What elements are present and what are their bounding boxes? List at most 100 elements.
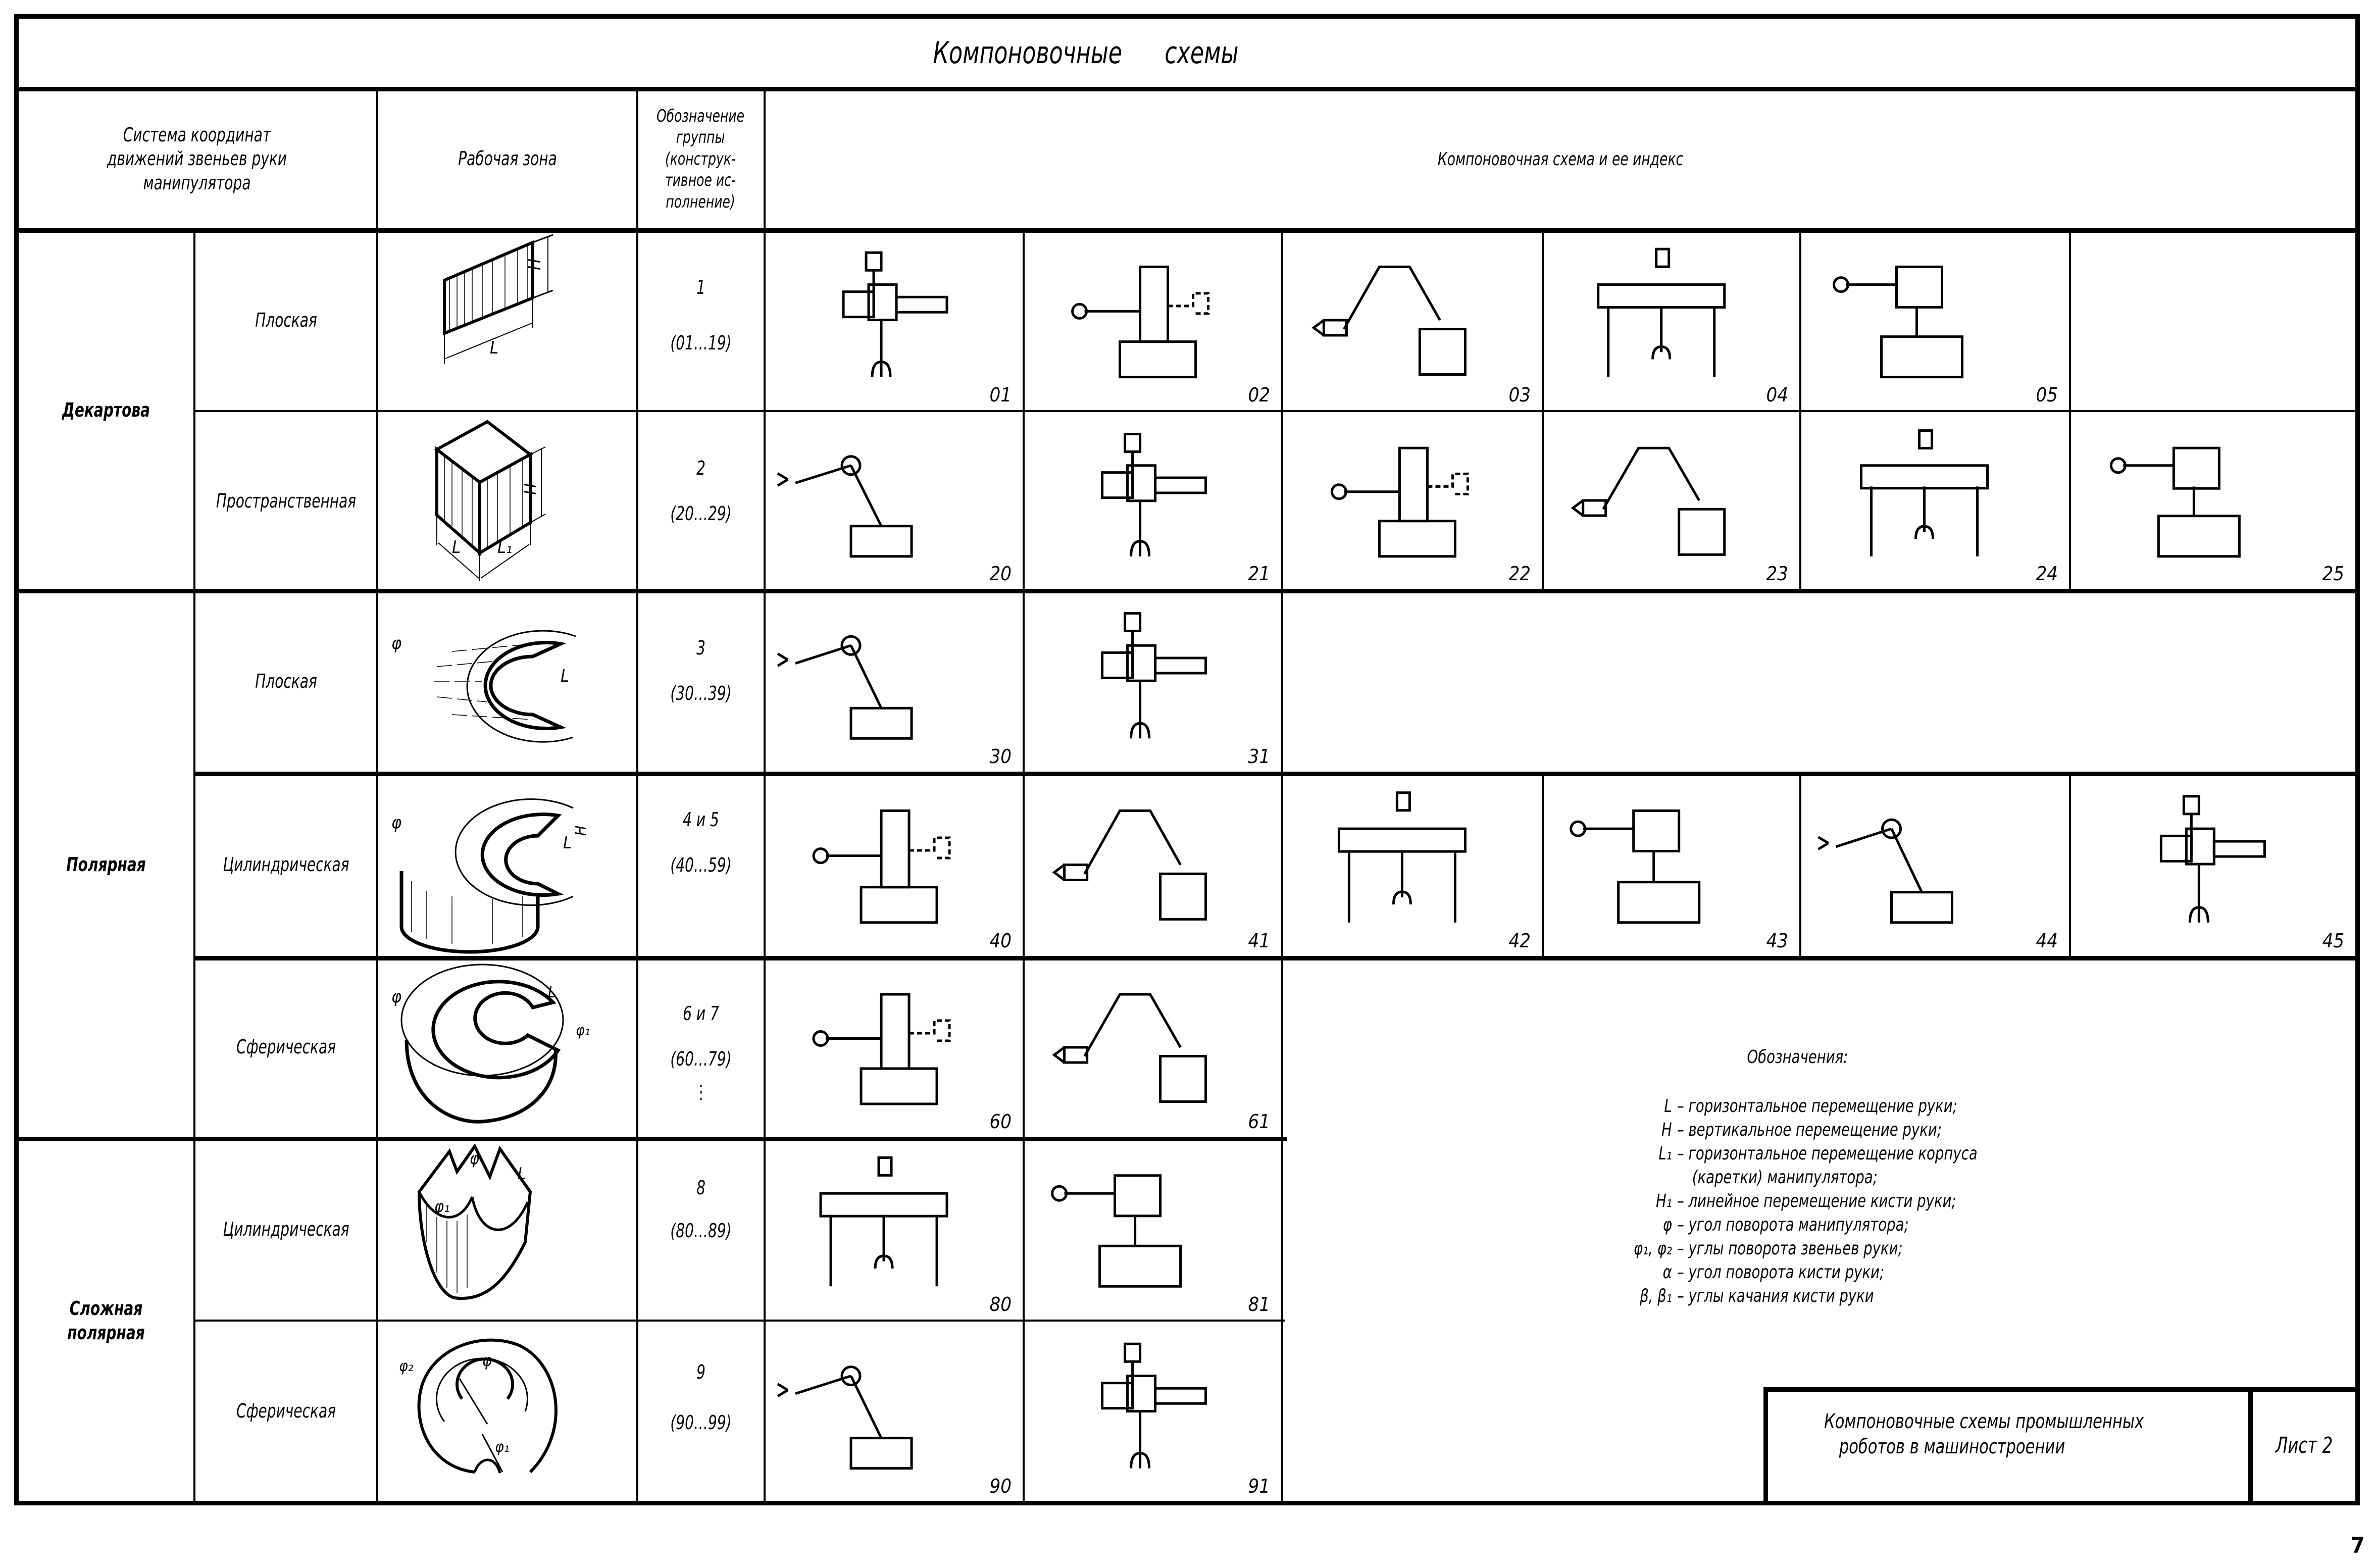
group-number: 6 и 7 — [683, 1002, 719, 1025]
zone-label-h: H — [572, 826, 590, 836]
scheme-index: 80 — [989, 1293, 1012, 1316]
scheme-index: 30 — [989, 745, 1012, 768]
group-number: 2 — [696, 457, 705, 480]
scheme-index: 24 — [2036, 563, 2058, 585]
scheme-drawing — [1071, 265, 1210, 379]
zone-name: Сферическая — [236, 1036, 336, 1058]
zone-label-h: H — [521, 483, 541, 495]
col-divider — [193, 228, 195, 1503]
legend-item: (каретки) манипулятора; — [1631, 1166, 1978, 1189]
scheme-cell-44: 44 — [1801, 775, 2069, 955]
scheme-drawing — [1101, 433, 1207, 557]
legend-text: – горизонтальное перемещение руки; — [1677, 1096, 1957, 1117]
legend-text: (каретки) манипулятора; — [1692, 1167, 1878, 1188]
scheme-drawing — [1052, 993, 1207, 1103]
scheme-cell-40: 40 — [766, 775, 1023, 955]
group-cell: 4 и 5 (40…59) — [638, 775, 764, 955]
scheme-index: 81 — [1248, 1293, 1271, 1316]
scheme-drawing — [1052, 809, 1207, 921]
scheme-drawing — [2159, 795, 2266, 923]
system-cartesian: Декартова — [62, 399, 150, 422]
sheet-title: Компоновочные схемы — [933, 35, 1239, 71]
zone-complex-sph-drawing: φ₂ φ φ₁ — [399, 1331, 586, 1497]
group-number: 3 — [696, 637, 705, 660]
header-coord-system: Система координат движений звеньев руки … — [107, 123, 287, 194]
scheme-index: 41 — [1248, 930, 1271, 952]
page-number: 7 — [2351, 1533, 2365, 1558]
scheme-cell-24: 24 — [1801, 413, 2069, 588]
group-range: (90…99) — [670, 1411, 732, 1434]
zone-name: Плоская — [255, 670, 317, 693]
col-divider — [1023, 228, 1025, 1503]
header-work-zone: Рабочая зона — [458, 147, 557, 170]
scheme-cell-43: 43 — [1544, 775, 1799, 955]
group-cell: 8 (80…89) — [638, 1140, 764, 1319]
legend-symbol: φ — [1662, 1215, 1672, 1235]
frame-right — [2355, 14, 2360, 1505]
scheme-drawing — [1817, 818, 1953, 924]
zone-label-h: H — [525, 259, 545, 270]
col-divider — [764, 87, 766, 1503]
scheme-drawing — [1101, 612, 1207, 739]
legend-text: – линейное перемещение кисти руки; — [1677, 1191, 1956, 1211]
scheme-cell-20: 20 — [766, 413, 1023, 588]
scheme-drawing — [1337, 791, 1467, 923]
row-divider — [194, 956, 2358, 960]
scheme-drawing — [1330, 446, 1469, 558]
scheme-drawing — [812, 993, 951, 1105]
scheme-cell-22: 22 — [1283, 413, 1542, 588]
scheme-drawing — [1597, 247, 1726, 377]
col-divider — [1542, 772, 1544, 957]
scheme-cell-91: 91 — [1025, 1323, 1281, 1500]
group-number: 1 — [696, 276, 705, 299]
legend-text: – угол поворота кисти руки; — [1677, 1262, 1885, 1283]
sheet-label: Лист 2 — [2275, 1433, 2333, 1458]
zone-label-phi: φ — [391, 813, 401, 833]
scheme-index: 02 — [1248, 384, 1271, 406]
zone-label-phi1: φ₁ — [495, 1438, 510, 1456]
col-divider — [1542, 228, 1544, 590]
scheme-cell-45: 45 — [2071, 775, 2355, 955]
scheme-drawing — [1571, 446, 1726, 556]
scheme-index: 40 — [989, 930, 1012, 952]
legend-symbol: φ₁, φ₂ — [1633, 1238, 1672, 1259]
col-divider — [1799, 228, 1801, 590]
group-cell: 3 (30…39) — [638, 593, 764, 771]
zone-name: Цилиндрическая — [223, 853, 349, 876]
legend-item: L– горизонтальное перемещение руки; — [1631, 1094, 1978, 1118]
scheme-cell-41: 41 — [1025, 775, 1281, 955]
group-range: (40…59) — [670, 854, 732, 877]
zone-name: Цилиндрическая — [223, 1218, 349, 1241]
scheme-drawing — [1051, 1174, 1182, 1288]
legend-symbol: α — [1662, 1262, 1672, 1283]
scheme-index: 31 — [1248, 745, 1271, 768]
scheme-index: 20 — [989, 563, 1012, 585]
divider-polar-complex — [14, 1137, 1287, 1141]
scheme-index: 90 — [989, 1475, 1012, 1497]
col-divider — [1281, 228, 1283, 1503]
scheme-cell-30: 30 — [766, 592, 1023, 771]
zone-label-l: L — [563, 833, 572, 853]
scheme-cell-01: 01 — [766, 231, 1023, 409]
zone-label-phi: φ — [391, 987, 401, 1007]
zone-name: Сферическая — [236, 1400, 336, 1423]
scheme-drawing — [819, 1156, 948, 1287]
title-block-line2: роботов в машиностроении — [1839, 1435, 2065, 1458]
row-divider — [194, 410, 2358, 412]
system-polar: Полярная — [66, 853, 146, 876]
legend-text: – горизонтальное перемещение корпуса — [1677, 1143, 1978, 1164]
scheme-drawing — [812, 809, 951, 924]
title-block-top — [1765, 1387, 2358, 1392]
frame-top — [14, 14, 2360, 19]
zone-complex-cyl-drawing: φ φ₁ L — [409, 1141, 591, 1318]
scheme-cell-03: 03 — [1283, 231, 1542, 409]
zone-cartesian-space-drawing: H L L₁ — [429, 419, 621, 591]
scheme-index: 03 — [1508, 384, 1531, 406]
zone-label-phi2: φ₂ — [399, 1357, 414, 1375]
frame-bottom — [14, 1501, 2360, 1505]
zone-label-phi1: φ₁ — [576, 1022, 590, 1039]
group-continuation: ⋮ — [693, 1081, 709, 1103]
zone-label-phi: φ — [391, 633, 401, 653]
scheme-cell-04: 04 — [1544, 231, 1799, 409]
scheme-index: 22 — [1508, 563, 1531, 585]
